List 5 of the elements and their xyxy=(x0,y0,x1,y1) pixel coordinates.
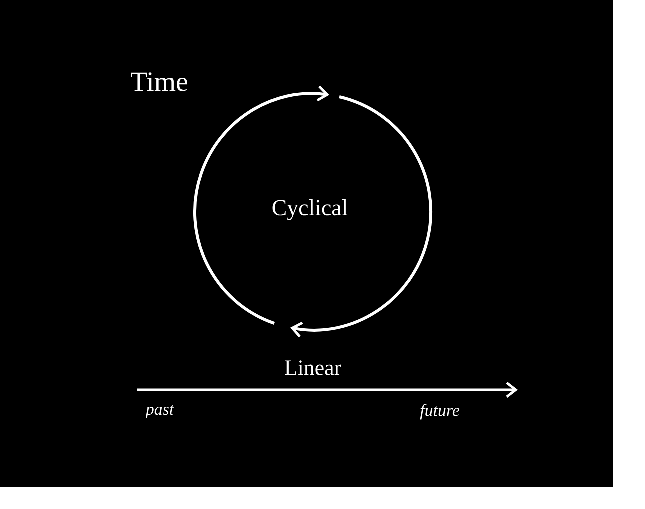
end-label: future xyxy=(420,404,460,420)
end-label: past xyxy=(144,405,174,419)
cycle-label: Cyclical xyxy=(272,200,348,220)
axis-label: Linear xyxy=(285,360,342,376)
title: Time xyxy=(131,72,188,92)
